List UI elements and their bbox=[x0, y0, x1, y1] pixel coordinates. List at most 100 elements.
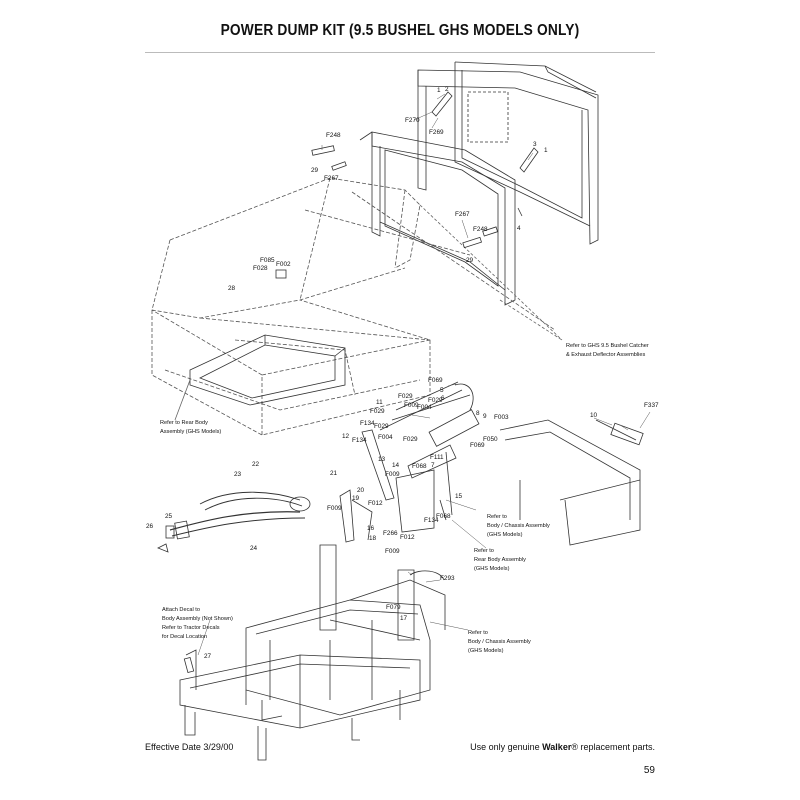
label-f009b: F009 bbox=[385, 471, 400, 478]
label-10: 10 bbox=[590, 412, 598, 419]
note-rear-body-mid-1: Refer to bbox=[474, 548, 494, 554]
label-18: 18 bbox=[369, 535, 377, 542]
label-1b: 1 bbox=[544, 147, 548, 154]
note-attach-decal-2: Body Assembly (Not Shown) bbox=[162, 616, 233, 622]
label-f068a: F068 bbox=[412, 463, 427, 470]
page-number: 59 bbox=[643, 765, 655, 776]
label-f079: F079 bbox=[386, 604, 401, 611]
label-f012b: F012 bbox=[400, 534, 415, 541]
label-f029b: F029 bbox=[428, 397, 443, 404]
label-3: 3 bbox=[533, 141, 537, 148]
note-attach-decal-1: Attach Decal to bbox=[162, 607, 200, 613]
label-29b: 29 bbox=[466, 257, 474, 264]
catcher-body bbox=[151, 177, 556, 436]
actuator-assembly bbox=[339, 381, 480, 543]
label-25: 25 bbox=[165, 513, 173, 520]
catcher-floor bbox=[189, 334, 346, 406]
label-f003: F003 bbox=[494, 414, 509, 421]
decal-27 bbox=[183, 656, 195, 674]
label-14: 14 bbox=[392, 462, 400, 469]
catcher-frame bbox=[359, 131, 516, 306]
label-f111: F111 bbox=[430, 454, 444, 461]
label-f069b: F069 bbox=[470, 442, 485, 449]
label-17: 17 bbox=[400, 615, 408, 622]
label-6: 6 bbox=[441, 395, 445, 402]
label-f267b: F267 bbox=[455, 211, 470, 218]
label-f134a: F134 bbox=[360, 420, 375, 427]
note-rear-body-mid-2: Rear Body Assembly bbox=[474, 557, 526, 563]
label-24: 24 bbox=[250, 545, 258, 552]
tagline-post: ® replacement parts. bbox=[571, 742, 655, 752]
note-body-chassis-right-1: Refer to bbox=[487, 514, 507, 520]
label-5: 5 bbox=[440, 387, 444, 394]
tagline-pre: Use only genuine bbox=[470, 742, 543, 752]
page-title: POWER DUMP KIT (9.5 BUSHEL GHS MODELS ON… bbox=[220, 22, 580, 39]
label-f337: F337 bbox=[644, 402, 659, 409]
label-16: 16 bbox=[367, 525, 375, 532]
note-rear-body-left-1: Refer to Rear Body bbox=[160, 420, 208, 426]
label-28: 28 bbox=[228, 285, 236, 292]
note-body-chassis-lower-1: Refer to bbox=[468, 630, 488, 636]
label-20: 20 bbox=[357, 487, 365, 494]
label-12: 12 bbox=[342, 433, 350, 440]
label-f029a: F029 bbox=[398, 393, 413, 400]
label-19: 19 bbox=[352, 495, 360, 502]
label-f029d: F029 bbox=[374, 423, 389, 430]
note-rear-body-mid-3: (GHS Models) bbox=[474, 566, 510, 572]
label-f267a: F267 bbox=[324, 175, 339, 182]
note-attach-decal-4: for Decal Location bbox=[162, 634, 207, 640]
label-29a: 29 bbox=[311, 167, 319, 174]
mount-bracket-right bbox=[499, 419, 644, 546]
note-catcher-2: & Exhaust Deflector Assemblies bbox=[566, 352, 645, 358]
label-f085: F085 bbox=[260, 257, 275, 264]
label-f068b: F068 bbox=[436, 513, 451, 520]
label-2a: 2 bbox=[445, 86, 449, 93]
label-f134b: F134 bbox=[352, 437, 367, 444]
label-f270: F270 bbox=[405, 117, 420, 124]
label-f266: F266 bbox=[383, 530, 398, 537]
label-f004a: F004 bbox=[417, 404, 432, 411]
label-1a: 1 bbox=[437, 87, 441, 94]
note-catcher-1: Refer to GHS 9.5 Bushel Catcher bbox=[566, 343, 649, 349]
label-f248a: F248 bbox=[326, 132, 341, 139]
label-f269: F269 bbox=[429, 129, 444, 136]
label-13: 13 bbox=[378, 456, 386, 463]
hydraulic-hose bbox=[157, 491, 311, 553]
label-f009a: F009 bbox=[404, 402, 419, 409]
label-27: 27 bbox=[204, 653, 212, 660]
label-11: 11 bbox=[376, 399, 383, 406]
label-15: 15 bbox=[455, 493, 463, 500]
note-rear-body-left-2: Assembly (GHS Models) bbox=[160, 429, 221, 435]
label-4: 4 bbox=[517, 225, 521, 232]
label-f293: F293 bbox=[440, 575, 455, 582]
label-8: 8 bbox=[476, 410, 480, 417]
label-f050: F050 bbox=[483, 436, 498, 443]
note-body-chassis-lower-2: Body / Chassis Assembly bbox=[468, 639, 531, 645]
label-21: 21 bbox=[330, 470, 338, 477]
label-f009d: F009 bbox=[385, 548, 400, 555]
label-f134c: F134 bbox=[424, 517, 439, 524]
label-9: 9 bbox=[483, 413, 487, 420]
note-body-chassis-right-3: (GHS Models) bbox=[487, 532, 523, 538]
effective-date: Effective Date 3/29/00 bbox=[145, 742, 234, 752]
label-f004b: F004 bbox=[378, 434, 393, 441]
label-22: 22 bbox=[252, 461, 260, 468]
label-23: 23 bbox=[234, 471, 242, 478]
hinge-pins bbox=[275, 91, 539, 279]
tagline: Use only genuine Walker® replacement par… bbox=[470, 742, 655, 752]
tagline-brand: Walker bbox=[542, 742, 572, 752]
label-f029c: F029 bbox=[370, 408, 385, 415]
label-f009c: F009 bbox=[327, 505, 342, 512]
label-26: 26 bbox=[146, 523, 154, 530]
title-rule bbox=[145, 52, 655, 53]
chassis-frame bbox=[179, 544, 446, 761]
note-attach-decal-3: Refer to Tractor Decals bbox=[162, 625, 220, 631]
label-f028: F028 bbox=[253, 265, 268, 272]
note-body-chassis-right-2: Body / Chassis Assembly bbox=[487, 523, 550, 529]
label-f029e: F029 bbox=[403, 436, 418, 443]
label-f012a: F012 bbox=[368, 500, 383, 507]
label-7: 7 bbox=[431, 462, 435, 469]
label-f248b: F248 bbox=[473, 226, 488, 233]
label-f069a: F069 bbox=[428, 377, 443, 384]
